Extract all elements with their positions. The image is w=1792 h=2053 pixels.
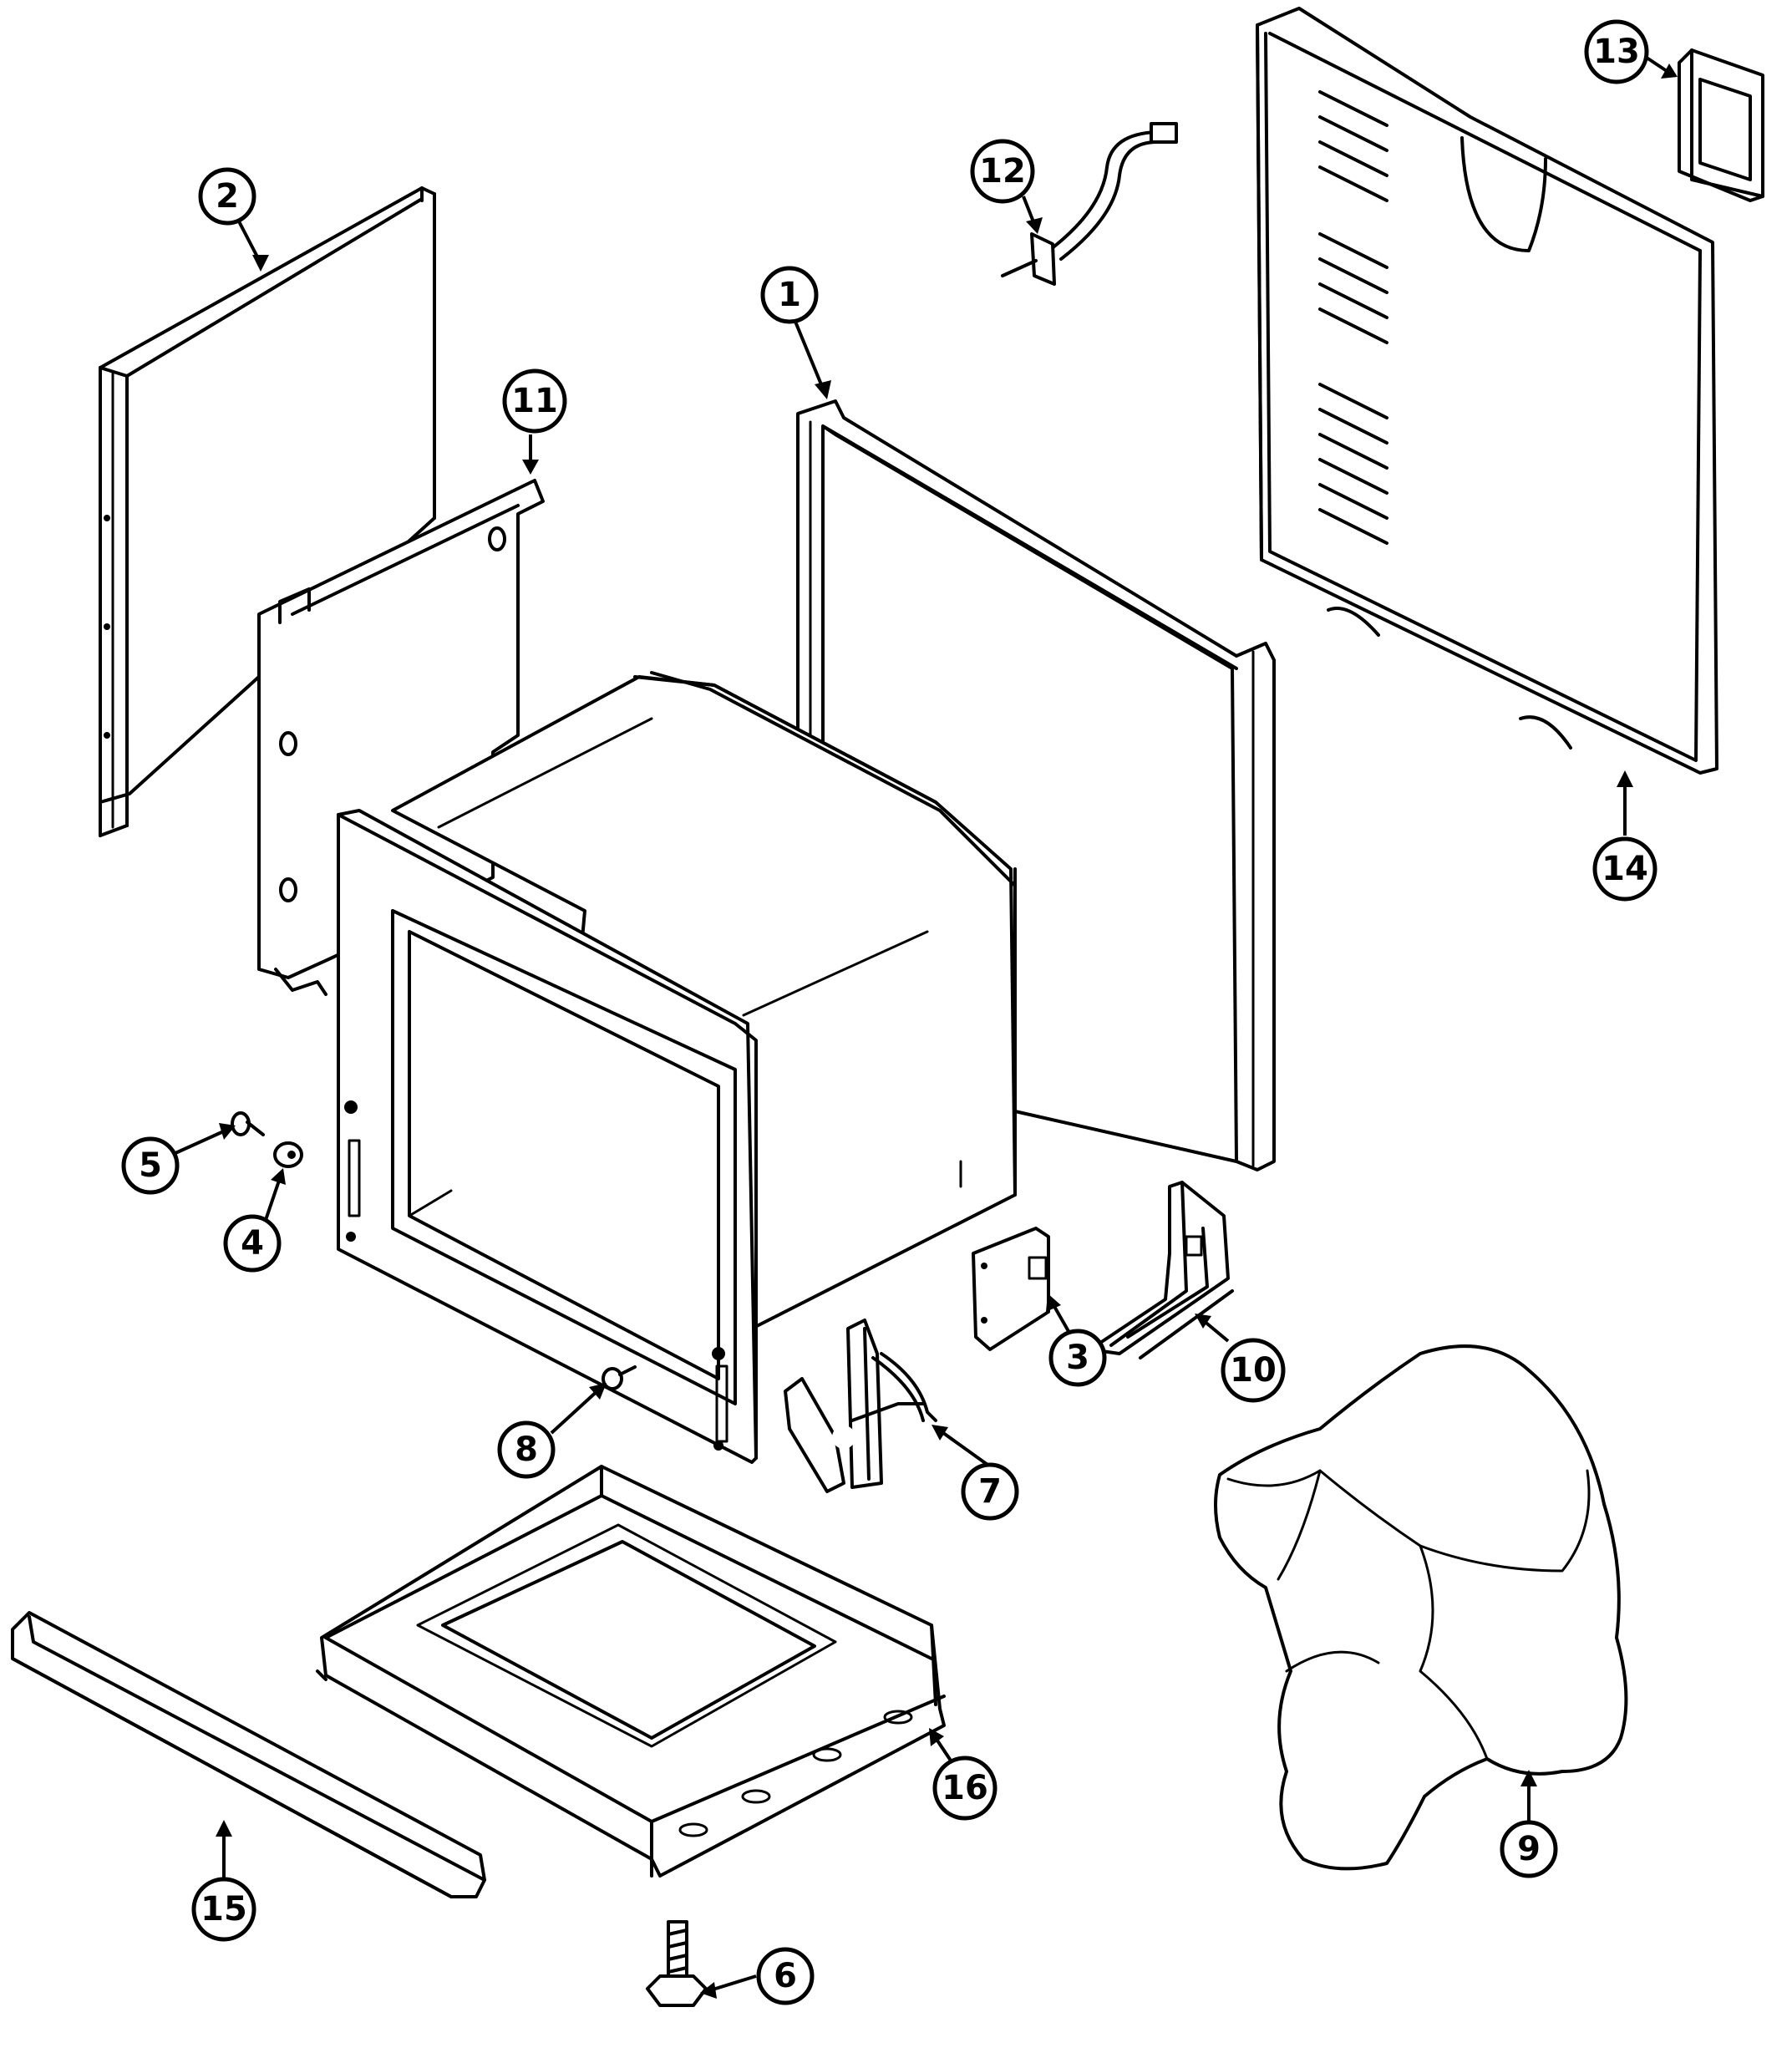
svg-text:10: 10 bbox=[1230, 1351, 1277, 1390]
callout-11: 11 bbox=[502, 368, 567, 434]
svg-text:14: 14 bbox=[1602, 850, 1648, 888]
callout-4: 4 bbox=[223, 1214, 282, 1273]
callout-16: 16 bbox=[932, 1756, 998, 1821]
callout-2: 2 bbox=[198, 167, 256, 226]
svg-text:4: 4 bbox=[241, 1224, 264, 1263]
svg-text:11: 11 bbox=[511, 382, 558, 420]
callout-8: 8 bbox=[497, 1420, 556, 1479]
leveling-leg bbox=[646, 1920, 708, 2007]
callout-6: 6 bbox=[756, 1947, 815, 2005]
callout-10: 10 bbox=[1221, 1338, 1286, 1403]
back-panel bbox=[1256, 7, 1718, 775]
callout-5: 5 bbox=[121, 1136, 180, 1195]
front-trim bbox=[11, 1611, 486, 1898]
cover-plate bbox=[1678, 48, 1764, 202]
spacer bbox=[273, 1141, 303, 1168]
svg-text:1: 1 bbox=[778, 276, 801, 314]
door-hinge bbox=[784, 1319, 937, 1493]
insulation bbox=[1214, 1344, 1628, 1871]
screw-front bbox=[602, 1365, 637, 1390]
svg-text:9: 9 bbox=[1517, 1830, 1541, 1868]
bracket-small bbox=[972, 1227, 1050, 1351]
svg-text:5: 5 bbox=[139, 1146, 162, 1185]
oven-cavity bbox=[337, 671, 1017, 1464]
callout-9: 9 bbox=[1500, 1820, 1558, 1878]
callout-14: 14 bbox=[1592, 836, 1657, 902]
svg-text:2: 2 bbox=[216, 177, 239, 216]
callout-7: 7 bbox=[961, 1462, 1019, 1521]
leader-lines bbox=[175, 53, 1678, 1999]
svg-text:13: 13 bbox=[1593, 33, 1640, 71]
callout-15: 15 bbox=[191, 1877, 256, 1942]
callout-1: 1 bbox=[760, 266, 819, 324]
svg-text:8: 8 bbox=[515, 1430, 538, 1469]
callout-3: 3 bbox=[1048, 1329, 1107, 1387]
svg-text:7: 7 bbox=[978, 1472, 1002, 1511]
callout-13: 13 bbox=[1584, 19, 1649, 84]
hinge-bracket bbox=[1089, 1181, 1234, 1359]
svg-text:3: 3 bbox=[1066, 1339, 1089, 1377]
svg-text:16: 16 bbox=[942, 1769, 988, 1807]
side-panel-left bbox=[99, 186, 436, 837]
svg-text:12: 12 bbox=[979, 152, 1026, 191]
bottom-panel bbox=[316, 1465, 946, 1878]
svg-text:15: 15 bbox=[201, 1890, 247, 1928]
sensor-wire bbox=[1001, 122, 1178, 286]
callout-12: 12 bbox=[970, 139, 1035, 204]
screw bbox=[231, 1111, 265, 1136]
svg-text:6: 6 bbox=[774, 1957, 797, 1995]
